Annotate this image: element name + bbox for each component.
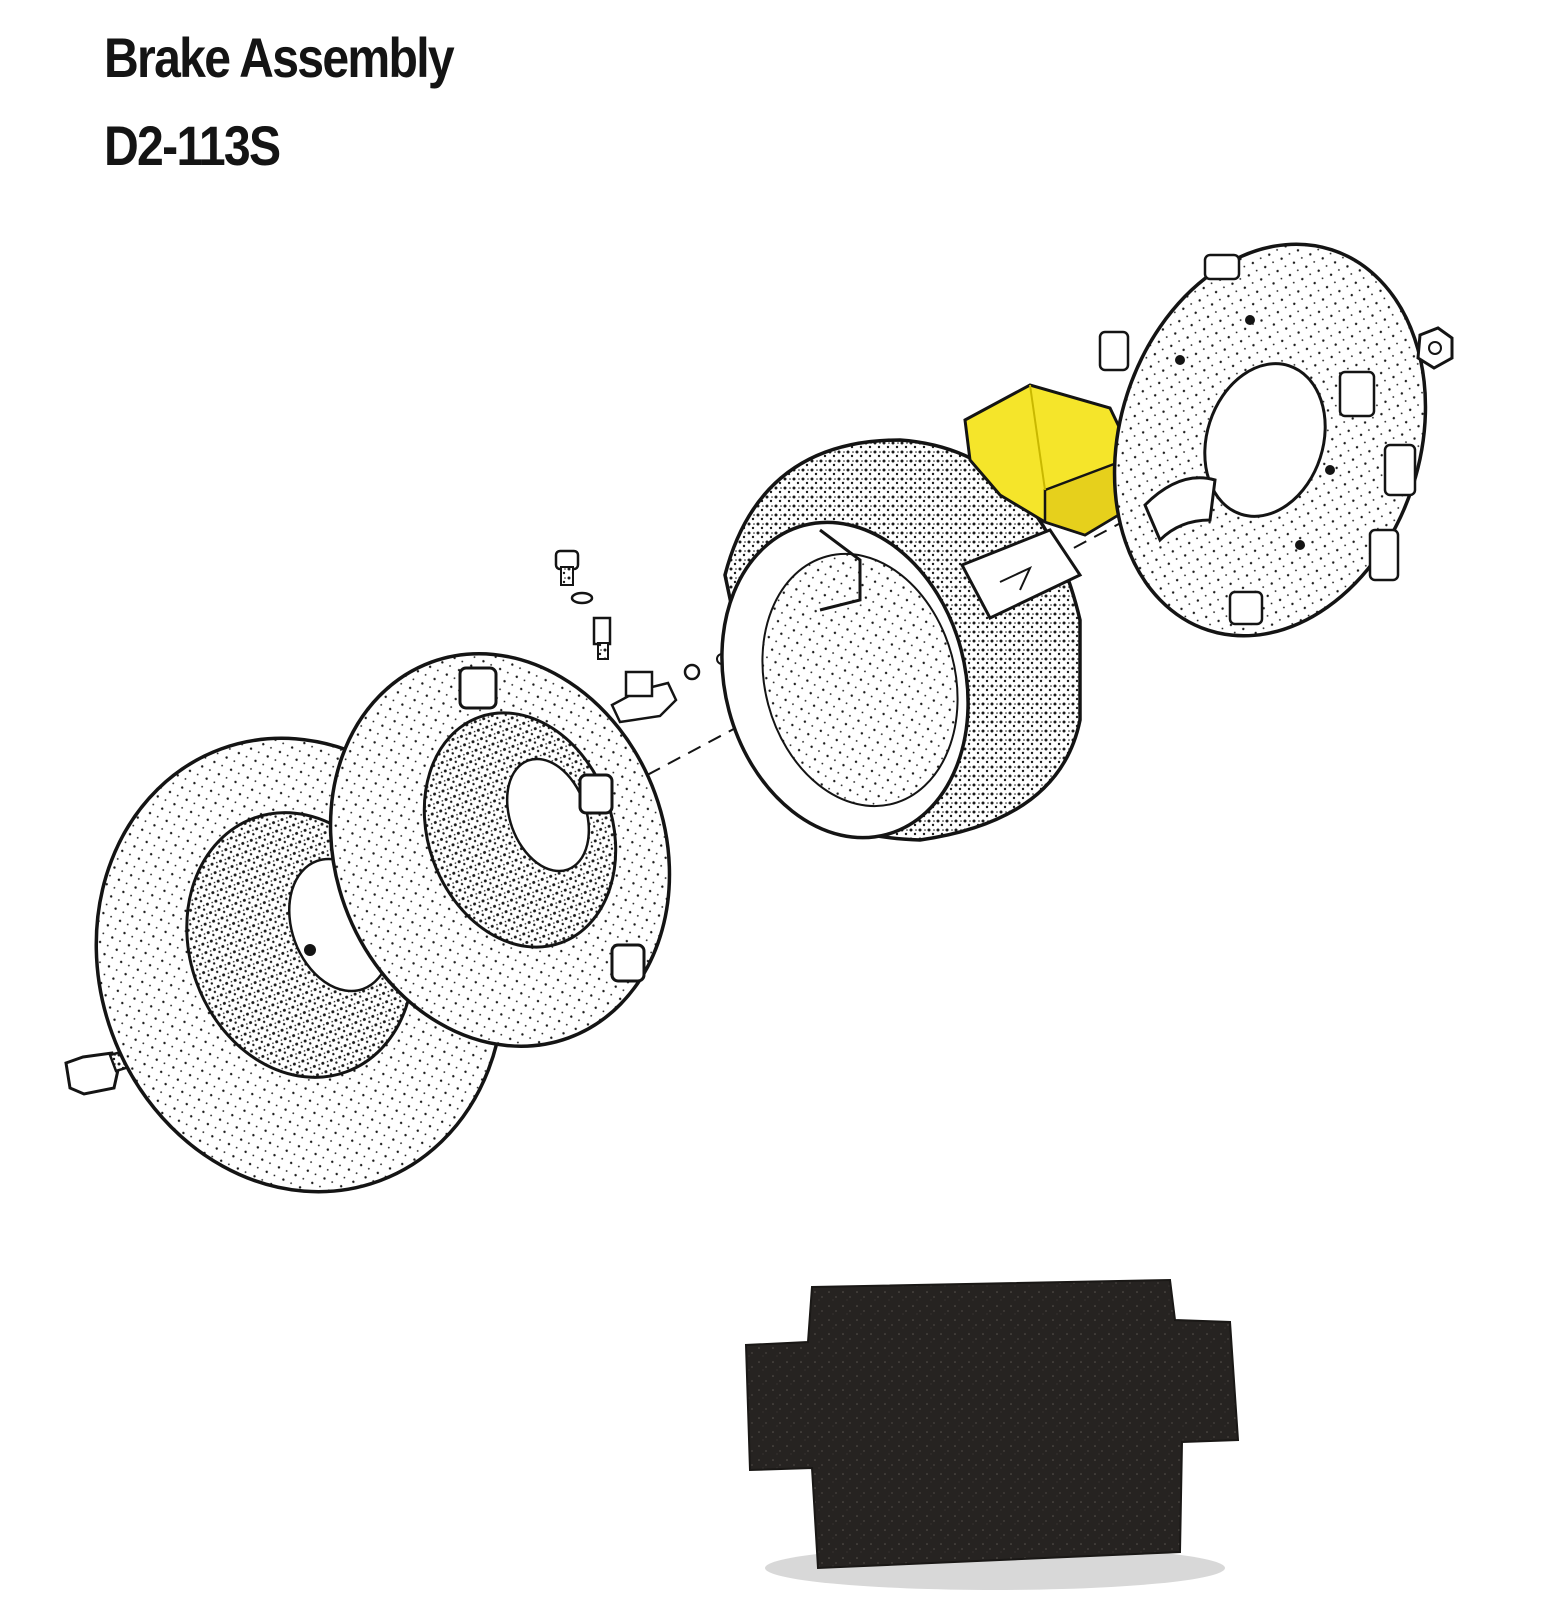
brake-drum [720,438,1082,842]
backing-plate [1098,242,1428,638]
brake-pad-highlighted [963,383,1137,537]
caliper-ring [328,652,672,1048]
hex-nut [1416,326,1454,370]
part-number: D2-113S [104,114,281,177]
shim-plate [959,528,1083,620]
diagram-title: Brake Assembly [104,26,455,89]
brake-pad-photo [744,1278,1240,1590]
